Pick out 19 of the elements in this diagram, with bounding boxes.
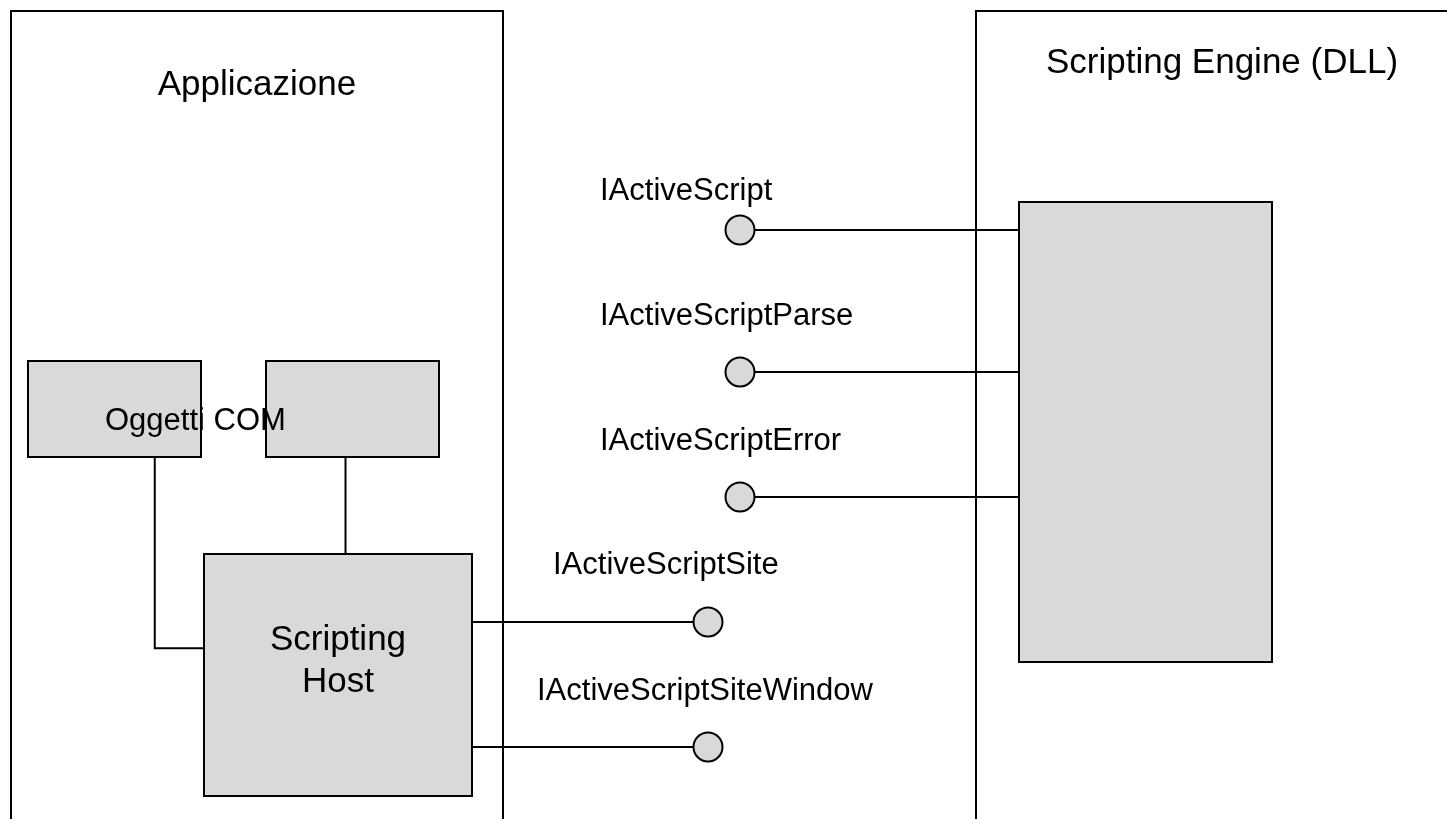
box-title: Scripting Host bbox=[268, 617, 408, 701]
component-box bbox=[1018, 201, 1273, 663]
interface-label: IActiveScriptSite bbox=[553, 546, 779, 582]
connector-line bbox=[754, 371, 1019, 373]
connector-line bbox=[472, 746, 694, 748]
interface-label: IActiveScriptParse bbox=[600, 297, 854, 333]
container-box bbox=[975, 10, 1447, 819]
component-box bbox=[203, 553, 473, 797]
connector-line bbox=[344, 457, 347, 554]
container-box bbox=[10, 10, 504, 819]
interface-label: IActiveScript bbox=[600, 172, 773, 208]
connector-line bbox=[472, 621, 694, 623]
box-title: Applicazione bbox=[156, 62, 358, 104]
connector-line bbox=[754, 229, 1019, 231]
connector-line bbox=[754, 496, 1019, 498]
connector-line bbox=[153, 457, 204, 650]
box-title: Scripting Engine (DLL) bbox=[1044, 40, 1400, 82]
interface-label: IActiveScriptError bbox=[600, 422, 842, 458]
interface-label: IActiveScriptSiteWindow bbox=[537, 672, 873, 708]
